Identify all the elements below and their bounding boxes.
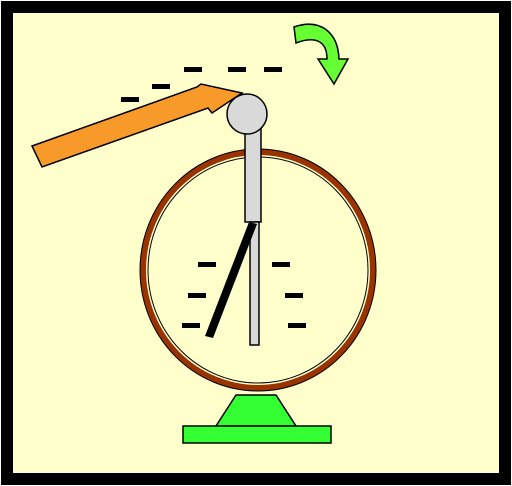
- charge-mark: [228, 67, 246, 72]
- charge-mark: [264, 67, 282, 72]
- charge-mark: [182, 323, 200, 328]
- charge-mark: [188, 293, 206, 298]
- electroscope-stem: [245, 128, 261, 222]
- electroscope-sphere: [227, 94, 267, 134]
- charge-mark: [184, 67, 202, 72]
- charge-mark: [272, 262, 290, 267]
- electroscope-fixed-leaf: [250, 222, 259, 345]
- charge-mark: [198, 262, 216, 267]
- charge-mark: [288, 323, 306, 328]
- charge-mark: [121, 97, 139, 102]
- charge-mark: [152, 84, 170, 89]
- charge-mark: [285, 293, 303, 298]
- electroscope-base-plate: [183, 426, 331, 443]
